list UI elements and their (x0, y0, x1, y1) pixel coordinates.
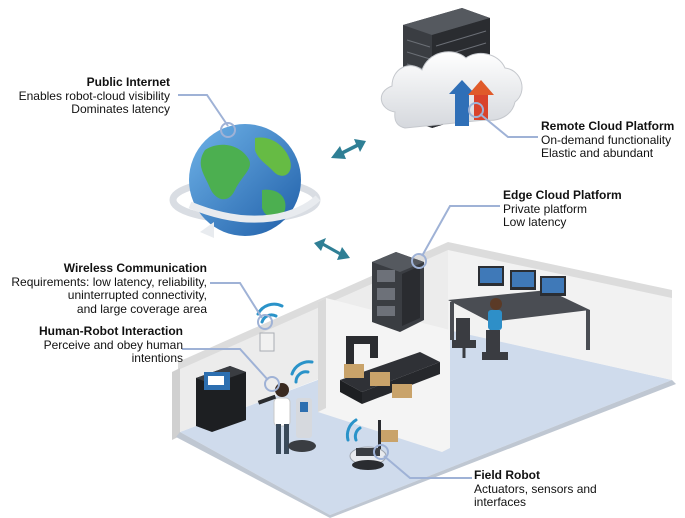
control-cabinet (196, 366, 246, 432)
callout-line: Requirements: low latency, reliability, (11, 274, 207, 289)
cloud-icon (381, 51, 523, 129)
callout-line: Private platform (503, 201, 588, 216)
wifi-signal-icon (290, 360, 362, 442)
control-desk (448, 266, 590, 360)
callout-human-robot-interaction: Human-Robot Interaction Perceive and obe… (39, 324, 183, 366)
callout-title: Edge Cloud Platform (503, 188, 622, 202)
callout-field-robot: Field Robot Actuators, sensors and inter… (474, 468, 597, 510)
callout-leaders (178, 94, 538, 479)
callout-line: uninterrupted connectivity, (67, 288, 207, 302)
callout-line: Elastic and abundant (541, 146, 654, 160)
callout-public-internet: Public Internet Enables robot-cloud visi… (18, 75, 170, 117)
link-arrow-icon (314, 139, 366, 260)
callout-remote-cloud: Remote Cloud Platform On-demand function… (541, 119, 675, 161)
callout-title: Public Internet (86, 75, 170, 89)
callout-title: Wireless Communication (63, 261, 207, 275)
callout-edge-cloud: Edge Cloud Platform Private platform Low… (503, 188, 622, 230)
human-operator (257, 383, 291, 454)
callout-line: intentions (131, 351, 183, 365)
callout-line: Enables robot-cloud visibility (18, 88, 170, 103)
callout-line: Perceive and obey human (43, 337, 183, 352)
callout-line: On-demand functionality (541, 132, 672, 147)
callout-line: Actuators, sensors and (474, 481, 597, 496)
callout-title: Field Robot (474, 468, 540, 482)
callout-line: interfaces (474, 495, 527, 509)
industrial-robot-arm (340, 336, 440, 442)
callout-line: Low latency (503, 215, 567, 229)
callout-line: Dominates latency (71, 102, 170, 116)
callout-line: and large coverage area (76, 301, 207, 316)
callout-title: Human-Robot Interaction (39, 324, 183, 338)
callout-title: Remote Cloud Platform (541, 119, 675, 133)
callout-wireless-communication: Wireless Communication Requirements: low… (11, 261, 207, 316)
service-robot (288, 398, 316, 452)
globe-icon (169, 124, 321, 238)
edge-server-rack (372, 252, 424, 332)
